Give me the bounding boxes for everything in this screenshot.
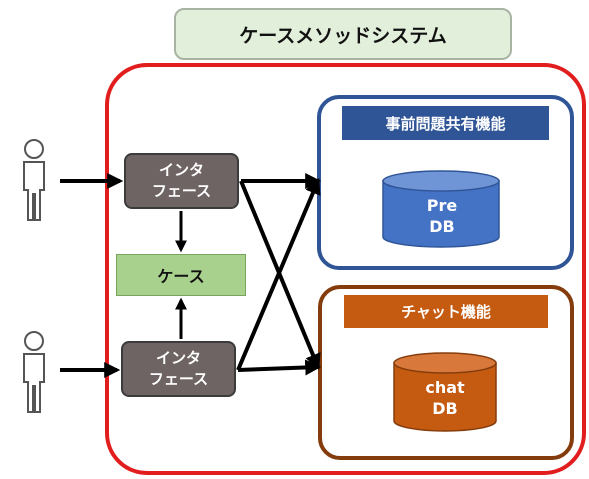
interface-bottom-label: インタ フェース [148,349,209,388]
case-box: ケース [116,254,246,296]
arrow-bottom-interface-to-pre [236,178,321,371]
chat-db-text: chat DB [425,378,465,418]
chat-label: チャット機能 [344,295,548,328]
system-frame [105,63,586,475]
chat-db-cylinder [393,352,497,432]
arrow-bottom-interface-to-chat [237,359,322,376]
interface-box-top: インタ フェース [124,153,239,209]
person-icon [23,139,45,221]
person-icon [23,331,45,413]
pre-db-text: Pre DB [426,196,458,236]
chat-label-text: チャット機能 [401,303,491,321]
pre-db-cylinder [382,170,500,248]
interface-top-label: インタ フェース [151,161,212,200]
system-title: ケースメソッドシステム [239,24,447,47]
pre-db-label: Pre DB [384,190,500,242]
title-box: ケースメソッドシステム [174,8,512,60]
interface-box-bottom: インタ フェース [121,341,236,397]
chat-db-label: chat DB [395,372,495,424]
pre-share-label: 事前問題共有機能 [342,106,549,140]
case-label: ケース [157,267,205,286]
pre-share-label-text: 事前問題共有機能 [385,114,506,133]
